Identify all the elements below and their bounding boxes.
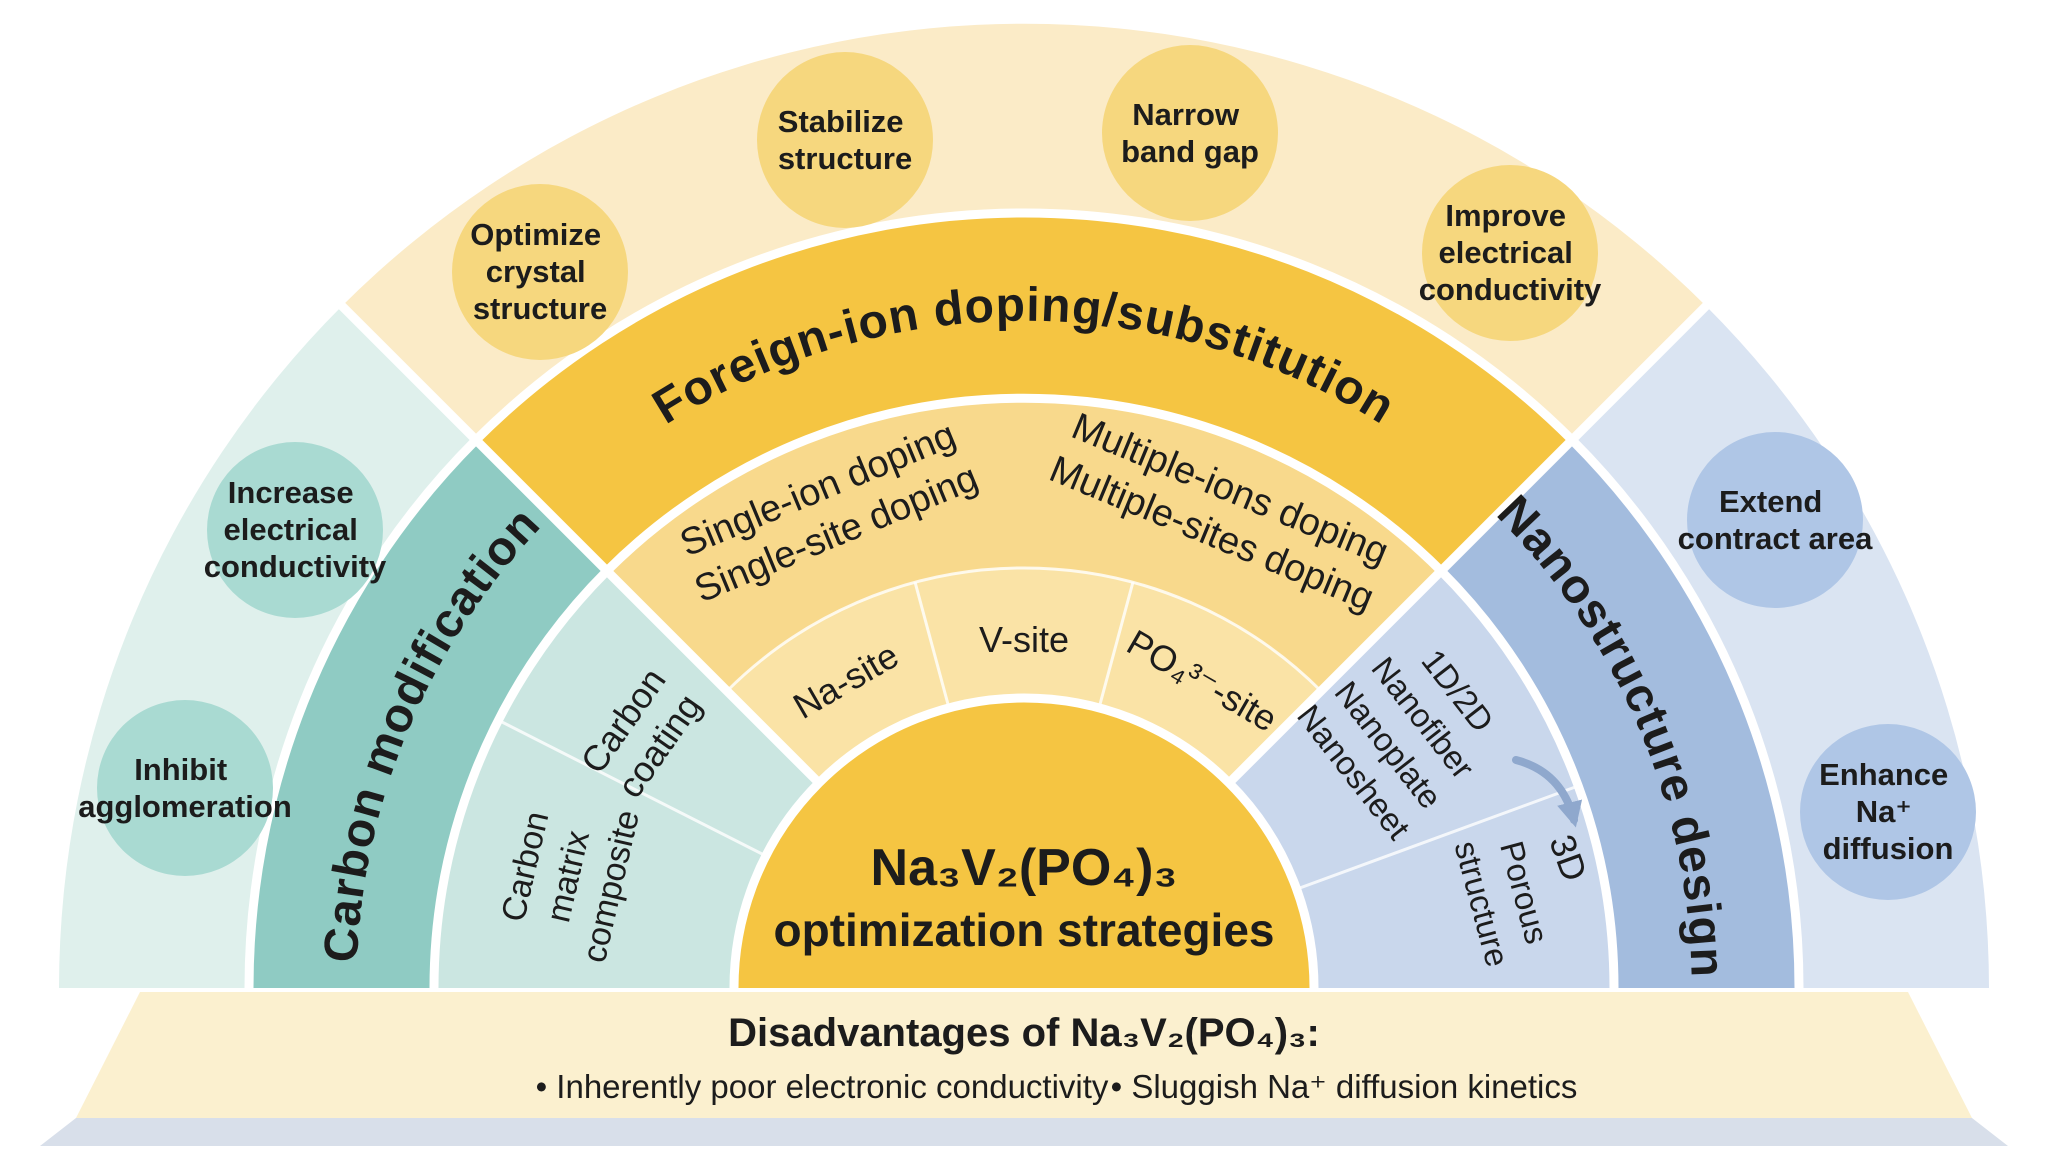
benefit-circle-improve-conductivity [1422, 165, 1598, 341]
doping-ring-sites [727, 567, 1321, 783]
benefit-text-enhance-diffusion: Enhance Na⁺ diffusion [1819, 757, 1957, 866]
separator-arc-hub [729, 693, 1319, 989]
benefit-circle-increase-conductivity [207, 442, 383, 618]
benefit-text-extend-contract-area: Extend contract area [1678, 484, 1873, 556]
separator-arc-mid [429, 393, 1619, 989]
separator-arc-outer [244, 208, 1804, 989]
svg-text:V-site: V-site [979, 619, 1069, 660]
benefit-circle-stabilize-structure [757, 52, 933, 228]
separator-radial-right [1224, 298, 1714, 788]
benefit-circle-extend-contract-area [1687, 432, 1863, 608]
site-divider-2 [1097, 581, 1135, 709]
footer-strip [40, 1118, 2008, 1146]
doping-ring-outer [607, 398, 1441, 691]
doping-title-band [476, 213, 1572, 571]
nano-segment-divider [1296, 784, 1579, 891]
footer-band [76, 992, 1972, 1118]
doping-pale-band [342, 23, 1706, 440]
dimension-arrow-icon [1512, 756, 1583, 828]
carbon-inner-ring [434, 571, 819, 988]
carbon-segment-divider [497, 718, 767, 858]
footer-bullet-1: • Inherently poor electronic conductivit… [536, 1068, 1109, 1105]
benefit-circle-narrow-band-gap [1102, 45, 1278, 221]
benefit-circle-inhibit-agglomeration [97, 700, 273, 876]
hub-title-line2: optimization strategies [774, 904, 1275, 956]
benefit-text-inhibit-agglomeration: Inhibit agglomeration [78, 752, 292, 824]
benefit-text-increase-conductivity: Increase electrical conductivity [204, 475, 387, 584]
footer-bullet-2: • Sluggish Na⁺ diffusion kinetics [1111, 1068, 1578, 1105]
benefit-text-narrow-band-gap: Narrow band gap [1121, 97, 1259, 169]
benefit-circle-enhance-diffusion [1800, 724, 1976, 900]
benefit-text-stabilize-structure: Stabilize structure [778, 104, 912, 176]
hub-semicircle [734, 698, 1314, 988]
separator-radial-left [334, 298, 824, 788]
site-divider-1 [913, 581, 951, 709]
site-ring-arc [725, 566, 1323, 693]
benefit-text-optimize-crystal: Optimize crystal structure [470, 217, 610, 326]
nano-title-band [1441, 440, 1799, 988]
benefit-text-improve-conductivity: Improve electrical conductivity [1419, 198, 1602, 307]
v-site-label: V-site [979, 619, 1069, 660]
nano-inner-ring [1229, 571, 1614, 988]
carbon-title-band [249, 440, 607, 988]
benefit-circle-optimize-crystal [452, 184, 628, 360]
hub-title-line1: Na₃V₂(PO₄)₃ [871, 839, 1178, 897]
footer-title: Disadvantages of Na₃V₂(PO₄)₃: [728, 1011, 1320, 1055]
